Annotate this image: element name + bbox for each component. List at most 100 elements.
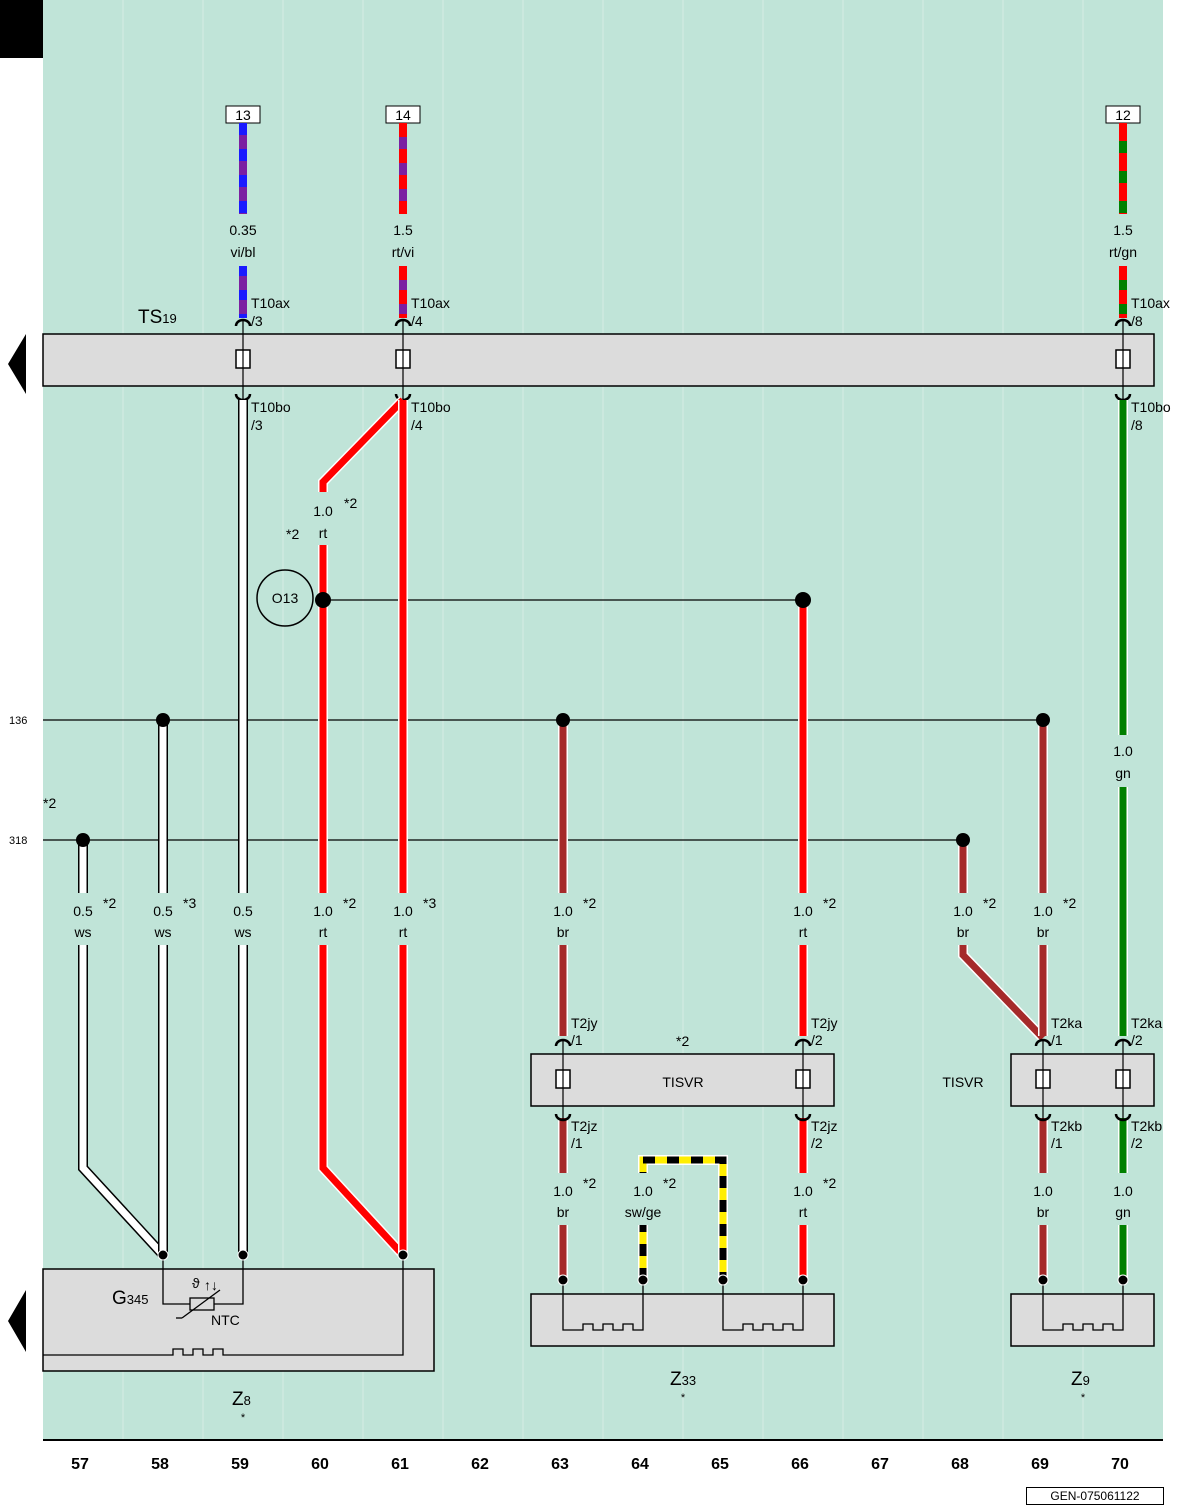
wire-size: 1.0 (1033, 903, 1053, 919)
column-number: 61 (391, 1456, 409, 1473)
wire-ws (78, 400, 248, 1259)
wire-size: 1.0 (313, 903, 333, 919)
column-number: 65 (711, 1456, 729, 1473)
footnote: *2 (583, 895, 596, 911)
connector-label: T10ax (411, 295, 450, 311)
connector-label: T2ka (1131, 1015, 1162, 1031)
connector-label: T2jy (571, 1015, 597, 1031)
footnote: *2 (343, 895, 356, 911)
tisvr-block-right (1010, 1053, 1155, 1107)
ref-13: 13 (235, 107, 251, 123)
left-arrow-bottom (8, 1290, 26, 1352)
column-number: 59 (231, 1456, 249, 1473)
component-label-z8: Z8 (232, 1389, 251, 1410)
theta-symbol: ϑ (192, 1275, 200, 1291)
bus-label-136: 136 (9, 715, 27, 727)
wire-color-code: gn (1115, 1204, 1131, 1220)
footnote: *2 (983, 895, 996, 911)
tisvr-pin-stems (562, 1040, 1124, 1120)
up-down-arrows-icon: ↑↓ (204, 1277, 218, 1293)
footnote: *2 (823, 1175, 836, 1191)
wire-size: 1.5 (393, 222, 413, 238)
footnote: *2 (676, 1033, 689, 1049)
connector-label: T10bo (1131, 399, 1171, 415)
heater-element-z33a (562, 1280, 644, 1331)
sensor-g345-label: G345 (112, 1288, 148, 1309)
wire-color-code: br (557, 1204, 570, 1220)
connector-label: T2jz (571, 1118, 597, 1134)
wire-size: 1.0 (793, 1183, 813, 1199)
wire-size: 1.0 (1113, 1183, 1133, 1199)
column-number: 68 (951, 1456, 969, 1473)
wire-color-code: br (1037, 924, 1050, 940)
junction-o13-circle (256, 569, 314, 627)
column-number: 60 (311, 1456, 329, 1473)
wire-color-code: ws (73, 924, 91, 940)
connector-pin: /2 (811, 1032, 823, 1048)
ntc-label: NTC (211, 1312, 240, 1328)
heater-element-z8 (43, 1255, 404, 1356)
wire-size: 1.0 (393, 903, 413, 919)
connector-label: T10ax (1131, 295, 1170, 311)
terminal-dots (157, 1249, 1129, 1286)
connector-pin: /1 (1051, 1135, 1063, 1151)
column-number: 66 (791, 1456, 809, 1473)
ref-12: 12 (1115, 107, 1131, 123)
ts19-pin-stems (242, 320, 1124, 400)
wire-color-code: rt (319, 525, 328, 541)
wire-size: 0.5 (233, 903, 253, 919)
tisvr-block-left (530, 1053, 835, 1107)
column-number: 64 (631, 1456, 649, 1473)
connector-label: T10bo (411, 399, 451, 415)
column-number: 57 (71, 1456, 89, 1473)
footnote: *2 (823, 895, 836, 911)
component-label-z9: Z9 (1071, 1369, 1090, 1390)
ref-14: 14 (395, 107, 411, 123)
wire-color-code: rt/gn (1109, 244, 1137, 260)
wire-size: 1.5 (1113, 222, 1133, 238)
connector-pin: /4 (411, 417, 423, 433)
ts19-label: TS19 (138, 307, 177, 328)
connector-pin: /8 (1131, 417, 1143, 433)
wire-color-code: rt (799, 1204, 808, 1220)
footnote: *2 (344, 495, 357, 511)
tisvr-label: TISVR (662, 1074, 703, 1090)
wire-color-code: br (1037, 1204, 1050, 1220)
left-arrow-top (8, 334, 26, 394)
footnote: *2 (43, 795, 56, 811)
wire-size: 1.0 (633, 1183, 653, 1199)
wire-color-code: rt (799, 924, 808, 940)
component-z8 (42, 1268, 435, 1372)
column-number: 62 (471, 1456, 489, 1473)
connector-pin: /2 (1131, 1032, 1143, 1048)
connector-label: T2jy (811, 1015, 837, 1031)
footnote: *2 (583, 1175, 596, 1191)
wire-size: 1.0 (1113, 743, 1133, 759)
wire-size: 1.0 (553, 1183, 573, 1199)
wire-color-code: sw/ge (625, 1204, 662, 1220)
bus-label-318: 318 (9, 835, 27, 847)
ntc-sensor-symbol (162, 1255, 244, 1319)
connector-label: T10bo (251, 399, 291, 415)
wire-labels-row: 0.5 ws *2 0.5 ws *3 0.5 ws 1.0 rt *2 1.0… (73, 895, 1076, 940)
wire-color-code: rt (319, 924, 328, 940)
column-number: 69 (1031, 1456, 1049, 1473)
component-z9 (1010, 1293, 1155, 1347)
footnote: *3 (423, 895, 436, 911)
wire-size: 1.0 (953, 903, 973, 919)
wire-size: 1.0 (313, 503, 333, 519)
connector-pin: /2 (1131, 1135, 1143, 1151)
footnote: *2 (286, 526, 299, 542)
wire-size: 1.0 (1033, 1183, 1053, 1199)
wire-size: 0.5 (73, 903, 93, 919)
document-code: GEN-075061122 (1026, 1487, 1164, 1505)
connector-label: T2ka (1051, 1015, 1082, 1031)
wire-color-code: br (957, 924, 970, 940)
wire-size: 0.5 (153, 903, 173, 919)
wire-size: 1.0 (793, 903, 813, 919)
wire-labels-lower: 1.0 br *2 1.0 sw/ge *2 1.0 rt *2 1.0 br … (553, 1175, 1133, 1220)
connector-label: T10ax (251, 295, 290, 311)
component-mark: * (1081, 1392, 1086, 1404)
wire-color-code: rt (399, 924, 408, 940)
